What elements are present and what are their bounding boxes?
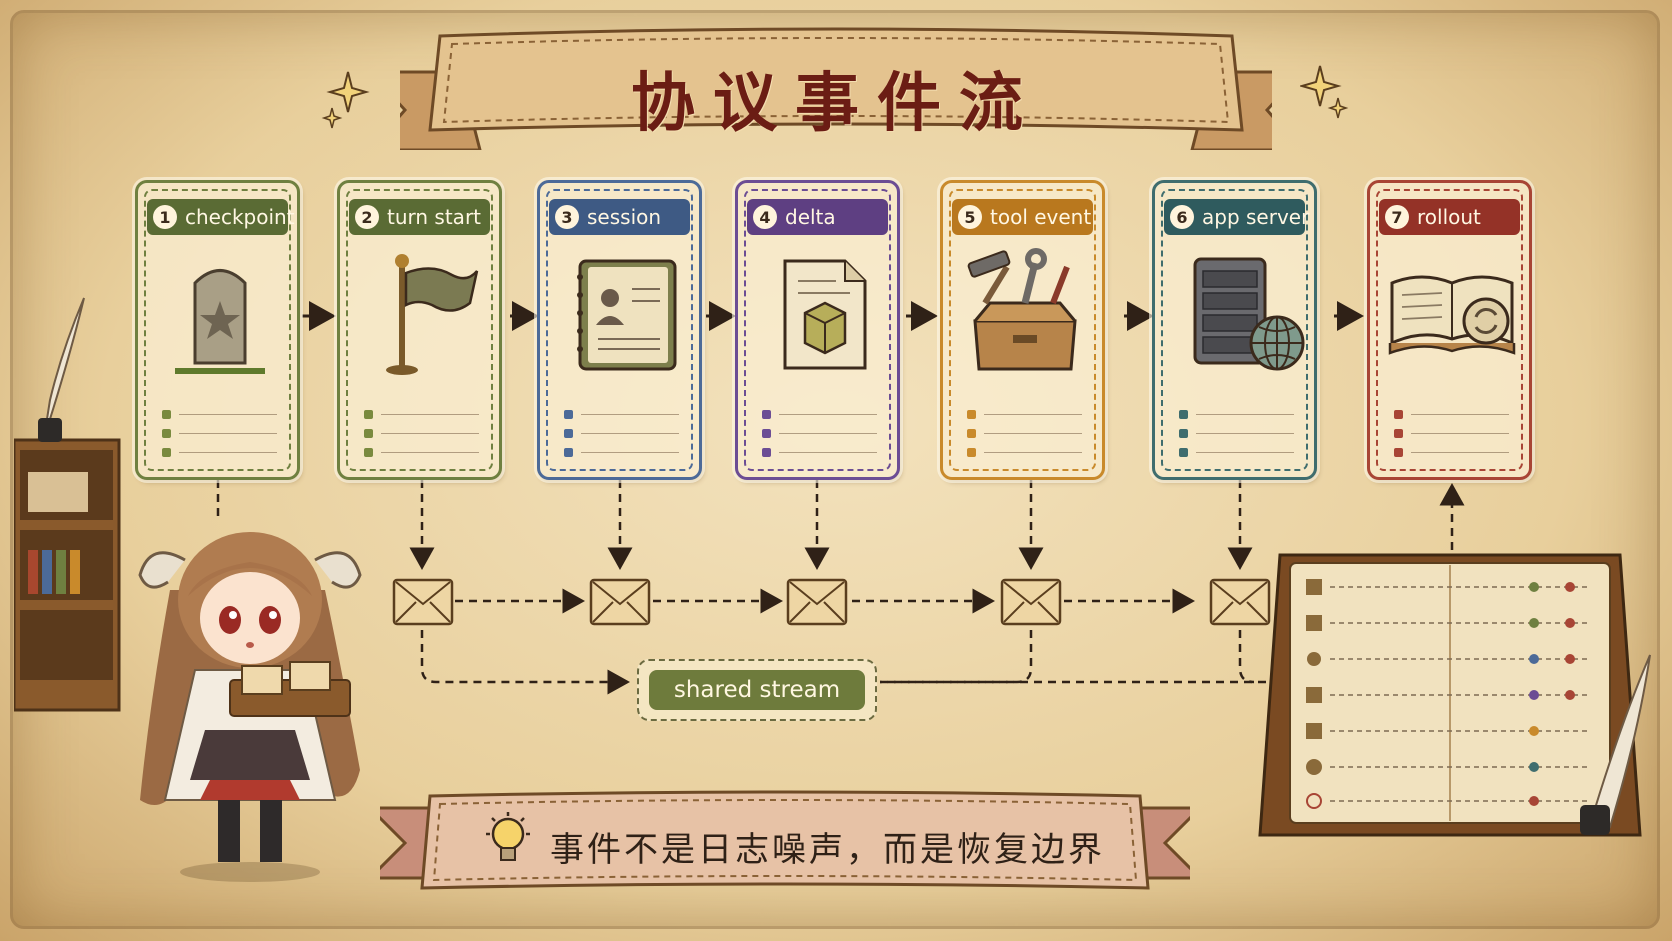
card-bullet-list <box>1179 405 1294 462</box>
step-label: 6 app server <box>1164 199 1309 235</box>
list-item <box>1394 405 1509 424</box>
shared-stream-box: shared stream <box>637 659 877 721</box>
list-item <box>1394 443 1509 462</box>
step-card: 1 checkpoint <box>135 180 300 480</box>
step-card: 2 turn start <box>337 180 502 480</box>
list-item <box>762 443 877 462</box>
card-bullet-list <box>364 405 479 462</box>
toolbox-icon <box>967 248 1077 371</box>
card-inner-border <box>744 189 891 471</box>
card-bullet-list <box>967 405 1082 462</box>
contact-book-icon <box>577 259 677 371</box>
character-illustration <box>138 532 362 882</box>
list-item <box>162 424 277 443</box>
page-title: 协议事件流 <box>631 66 1041 141</box>
card-bullet-list <box>1394 405 1509 462</box>
card-bullet-list <box>762 405 877 462</box>
step-number: 7 <box>1385 205 1409 229</box>
list-item <box>1179 443 1294 462</box>
list-item <box>967 424 1082 443</box>
list-item <box>1179 424 1294 443</box>
card-inner-border <box>1161 189 1308 471</box>
list-item <box>967 405 1082 424</box>
book-refresh-icon <box>1388 275 1516 355</box>
list-item <box>762 405 877 424</box>
list-item <box>1179 405 1294 424</box>
step-card: 6 app server <box>1152 180 1317 480</box>
card-bullet-list <box>162 405 277 462</box>
step-label: 1 checkpoint <box>147 199 295 235</box>
list-item <box>364 424 479 443</box>
lightbulb-icon <box>486 812 530 861</box>
document-cube-icon <box>783 259 867 370</box>
server-globe-icon <box>1193 257 1305 371</box>
list-item <box>564 443 679 462</box>
step-number: 2 <box>355 205 379 229</box>
step-number: 6 <box>1170 205 1194 229</box>
list-item <box>564 424 679 443</box>
list-item <box>364 443 479 462</box>
bottom-banner: 事件不是日志噪声，而是恢复边界 <box>380 788 1190 898</box>
step-label: 4 delta <box>747 199 888 235</box>
step-card: 7 rollout <box>1367 180 1532 480</box>
step-number: 4 <box>753 205 777 229</box>
step-title: tool event <box>990 205 1092 229</box>
step-title: delta <box>785 205 836 229</box>
title-banner: 协议事件流 <box>400 22 1272 150</box>
bottom-banner-text: 事件不是日志噪声，而是恢复边界 <box>550 830 1105 870</box>
step-number: 1 <box>153 205 177 229</box>
step-title: rollout <box>1417 205 1481 229</box>
list-item <box>364 405 479 424</box>
ribbon-graphic <box>380 790 1190 890</box>
shared-stream-label: shared stream <box>649 670 865 710</box>
list-item <box>1394 424 1509 443</box>
step-label: 2 turn start <box>349 199 490 235</box>
step-number: 5 <box>958 205 982 229</box>
list-item <box>967 443 1082 462</box>
step-card: 5 tool event <box>940 180 1105 480</box>
sparkle-icon <box>321 71 370 129</box>
step-title: checkpoint <box>185 205 295 229</box>
list-item <box>564 405 679 424</box>
envelope-icons <box>392 578 1271 626</box>
step-label: 7 rollout <box>1379 199 1520 235</box>
card-inner-border <box>144 189 291 471</box>
step-title: turn start <box>387 205 482 229</box>
ledger-book-illustration <box>1258 553 1651 837</box>
card-bullet-list <box>564 405 679 462</box>
card-inner-border <box>346 189 493 471</box>
tombstone-icon <box>175 269 265 374</box>
list-item <box>162 443 277 462</box>
step-label: 3 session <box>549 199 690 235</box>
list-item <box>162 405 277 424</box>
list-item <box>762 424 877 443</box>
step-title: session <box>587 205 662 229</box>
step-card: 3 session <box>537 180 702 480</box>
flag-icon <box>386 254 479 375</box>
ribbon-graphic <box>400 27 1272 150</box>
step-number: 3 <box>555 205 579 229</box>
step-card: 4 delta <box>735 180 900 480</box>
step-label: 5 tool event <box>952 199 1093 235</box>
card-inner-border <box>546 189 693 471</box>
sparkle-icon <box>1300 65 1349 119</box>
card-inner-border <box>1376 189 1523 471</box>
card-inner-border <box>949 189 1096 471</box>
bookshelf-illustration <box>14 297 121 712</box>
step-title: app server <box>1202 205 1310 229</box>
